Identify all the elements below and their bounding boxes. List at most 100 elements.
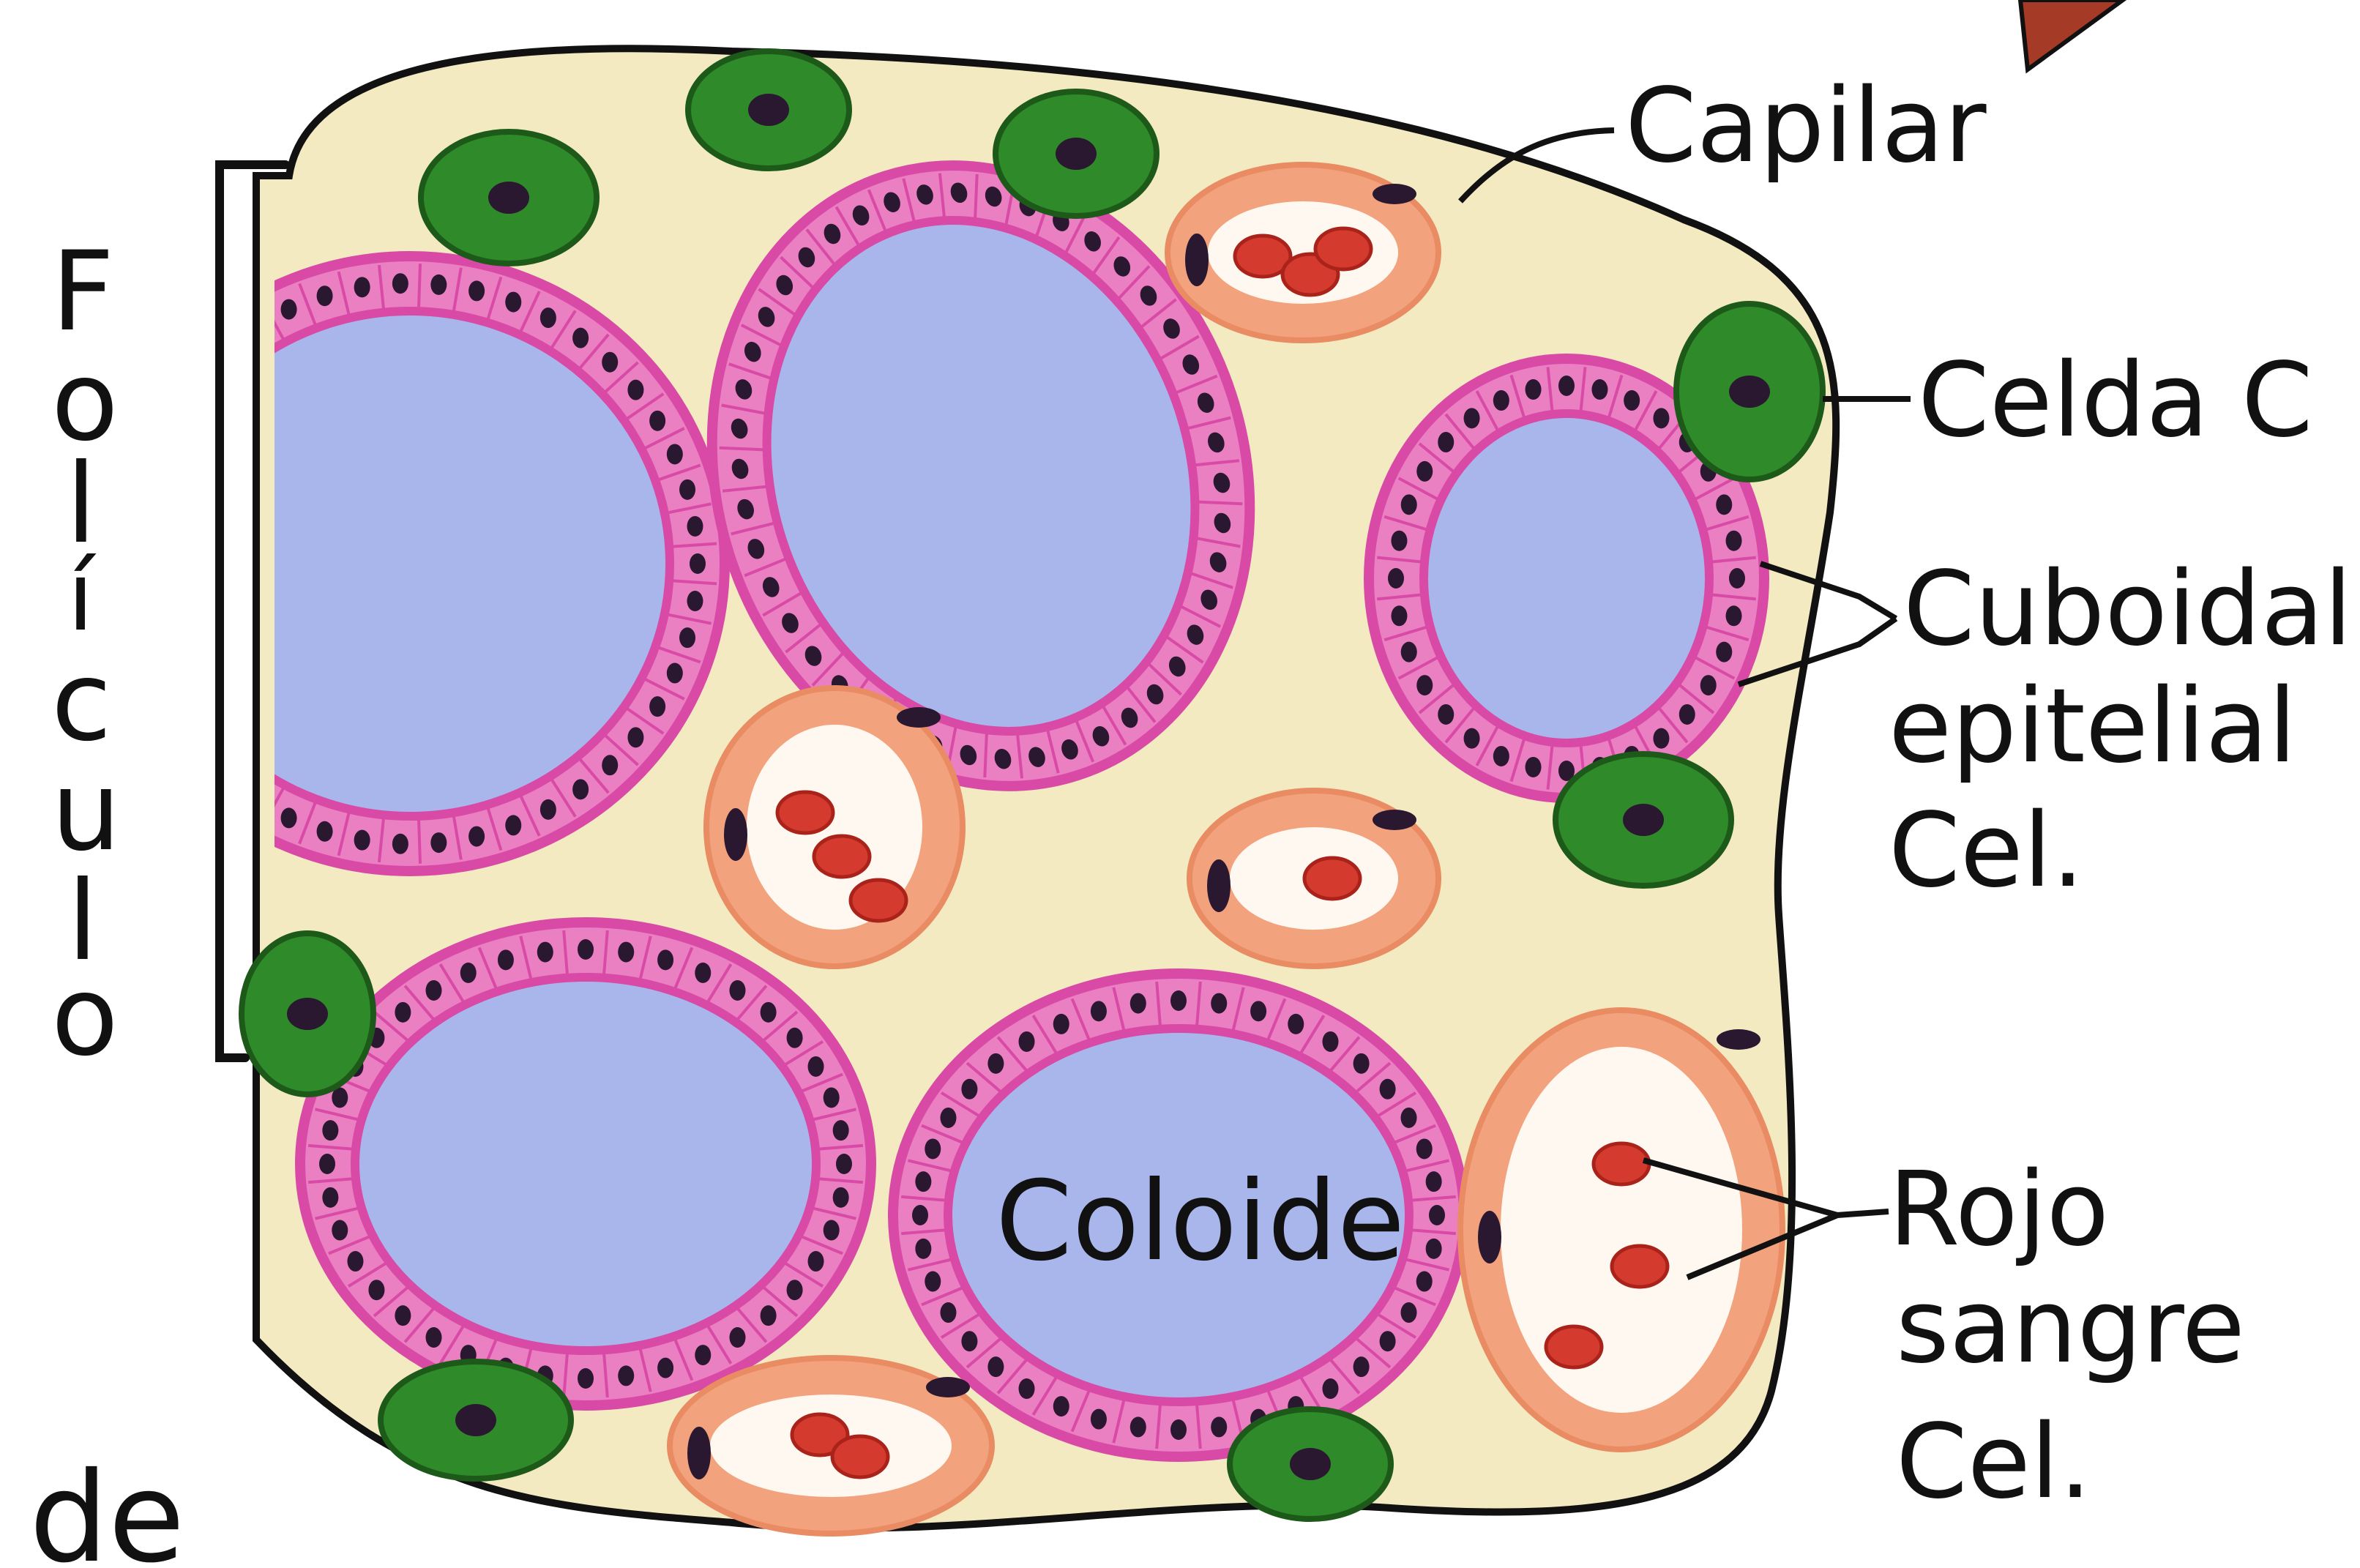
capillary xyxy=(1168,165,1438,340)
epithelial-nucleus xyxy=(317,821,333,842)
epithelial-nucleus xyxy=(761,1305,777,1326)
epithelial-nucleus xyxy=(1401,1108,1417,1128)
epithelial-nucleus xyxy=(667,663,683,684)
epithelial-nucleus xyxy=(115,572,131,593)
c-cell-nucleus xyxy=(1623,804,1664,836)
epithelial-nucleus xyxy=(1679,704,1695,725)
epithelial-nucleus xyxy=(808,1251,824,1272)
epithelial-nucleus xyxy=(1416,1138,1433,1159)
epithelial-nucleus xyxy=(1170,1419,1187,1440)
epithelial-nucleus xyxy=(468,826,485,847)
cell-border xyxy=(419,264,420,307)
epithelial-nucleus xyxy=(940,1108,956,1128)
epithelial-nucleus xyxy=(120,498,136,518)
epithelial-nucleus xyxy=(787,1280,803,1300)
epithelial-nucleus xyxy=(679,627,695,648)
epithelial-nucleus xyxy=(1322,1378,1338,1399)
epithelial-nucleus xyxy=(1726,605,1742,626)
epithelial-nucleus xyxy=(426,980,442,1001)
epithelial-nucleus xyxy=(627,380,643,400)
cell-border xyxy=(105,598,149,604)
epithelial-nucleus xyxy=(1170,990,1187,1011)
capilar-label: Capilar xyxy=(1625,67,1987,186)
epithelial-nucleus xyxy=(1130,993,1146,1014)
epithelial-nucleus xyxy=(1053,1396,1069,1416)
endothelial-nucleus xyxy=(1373,810,1416,830)
epithelial-nucleus xyxy=(940,1302,956,1323)
cell-border xyxy=(168,723,203,750)
epithelial-nucleus xyxy=(1493,746,1509,766)
epithelial-nucleus xyxy=(572,779,589,799)
epithelial-nucleus xyxy=(1729,568,1745,589)
epithelial-nucleus xyxy=(317,285,333,306)
epithelial-nucleus xyxy=(649,411,665,431)
epithelial-nucleus xyxy=(1380,1331,1396,1351)
epithelial-nucleus xyxy=(460,963,477,983)
colloid xyxy=(1424,414,1709,743)
epithelial-nucleus xyxy=(189,742,205,762)
cell-border xyxy=(105,523,149,529)
epithelial-nucleus xyxy=(915,1239,931,1259)
epithelial-nucleus xyxy=(368,1280,384,1300)
epithelial-nucleus xyxy=(1416,1272,1433,1292)
marker-triangle xyxy=(2020,0,2123,70)
epithelial-nucleus xyxy=(833,1120,849,1140)
epithelial-nucleus xyxy=(354,277,370,297)
epithelial-nucleus xyxy=(1438,432,1454,452)
c-cell xyxy=(1230,1409,1391,1519)
epithelial-nucleus xyxy=(430,832,447,853)
epithelial-nucleus xyxy=(961,1331,977,1351)
epithelial-nucleus xyxy=(426,1327,442,1348)
c-cell-nucleus xyxy=(748,94,789,126)
rojo-label-line1: Rojo xyxy=(1889,1150,2109,1269)
epithelial-nucleus xyxy=(915,1171,931,1192)
epithelial-nucleus xyxy=(1464,728,1480,749)
c-cell xyxy=(421,132,597,264)
epithelial-nucleus xyxy=(395,1305,411,1326)
epithelial-nucleus xyxy=(1653,408,1669,428)
celda-c-label: Celda C xyxy=(1918,341,2313,460)
red-blood-cell xyxy=(1315,228,1371,269)
epithelial-nucleus xyxy=(1426,1239,1442,1259)
epithelial-nucleus xyxy=(1700,675,1717,695)
epithelial-nucleus xyxy=(319,1154,335,1174)
epithelial-nucleus xyxy=(498,949,514,970)
c-cell xyxy=(242,933,373,1094)
c-cell xyxy=(688,51,849,168)
epithelial-nucleus xyxy=(1416,461,1433,482)
cell-border xyxy=(113,485,156,496)
capillary xyxy=(670,1358,992,1534)
cuboidal-label-line3: Cel. xyxy=(1889,791,2084,911)
epithelial-nucleus xyxy=(578,1368,594,1389)
epithelial-nucleus xyxy=(761,1002,777,1023)
epithelial-nucleus xyxy=(1401,494,1417,515)
epithelial-nucleus xyxy=(395,1002,411,1023)
cell-border xyxy=(228,770,254,805)
c-cell-nucleus xyxy=(455,1404,496,1436)
epithelial-nucleus xyxy=(540,799,556,820)
epithelial-nucleus xyxy=(1288,1014,1304,1034)
epithelial-nucleus xyxy=(1726,531,1742,551)
epithelial-nucleus xyxy=(833,1187,849,1208)
epithelial-nucleus xyxy=(667,444,683,464)
epithelial-nucleus xyxy=(130,646,146,666)
epithelial-nucleus xyxy=(687,516,703,537)
endothelial-nucleus xyxy=(1207,859,1231,912)
epithelial-nucleus xyxy=(1322,1031,1338,1052)
epithelial-nucleus xyxy=(1429,1205,1445,1225)
epithelial-nucleus xyxy=(392,834,408,854)
coloide-label: Coloide xyxy=(996,1158,1405,1285)
epithelial-nucleus xyxy=(824,1220,840,1241)
epithelial-nucleus xyxy=(1380,1079,1396,1100)
epithelial-nucleus xyxy=(1353,1053,1370,1074)
epithelial-nucleus xyxy=(961,1079,977,1100)
epithelial-nucleus xyxy=(729,980,745,1001)
side-title: F o l í c u l o xyxy=(51,228,121,1080)
cell-border xyxy=(146,411,184,433)
c-cell-nucleus xyxy=(287,998,328,1030)
epithelial-nucleus xyxy=(1493,390,1509,411)
epithelial-nucleus xyxy=(657,949,673,970)
red-blood-cell xyxy=(1546,1326,1602,1367)
epithelial-nucleus xyxy=(120,609,136,630)
